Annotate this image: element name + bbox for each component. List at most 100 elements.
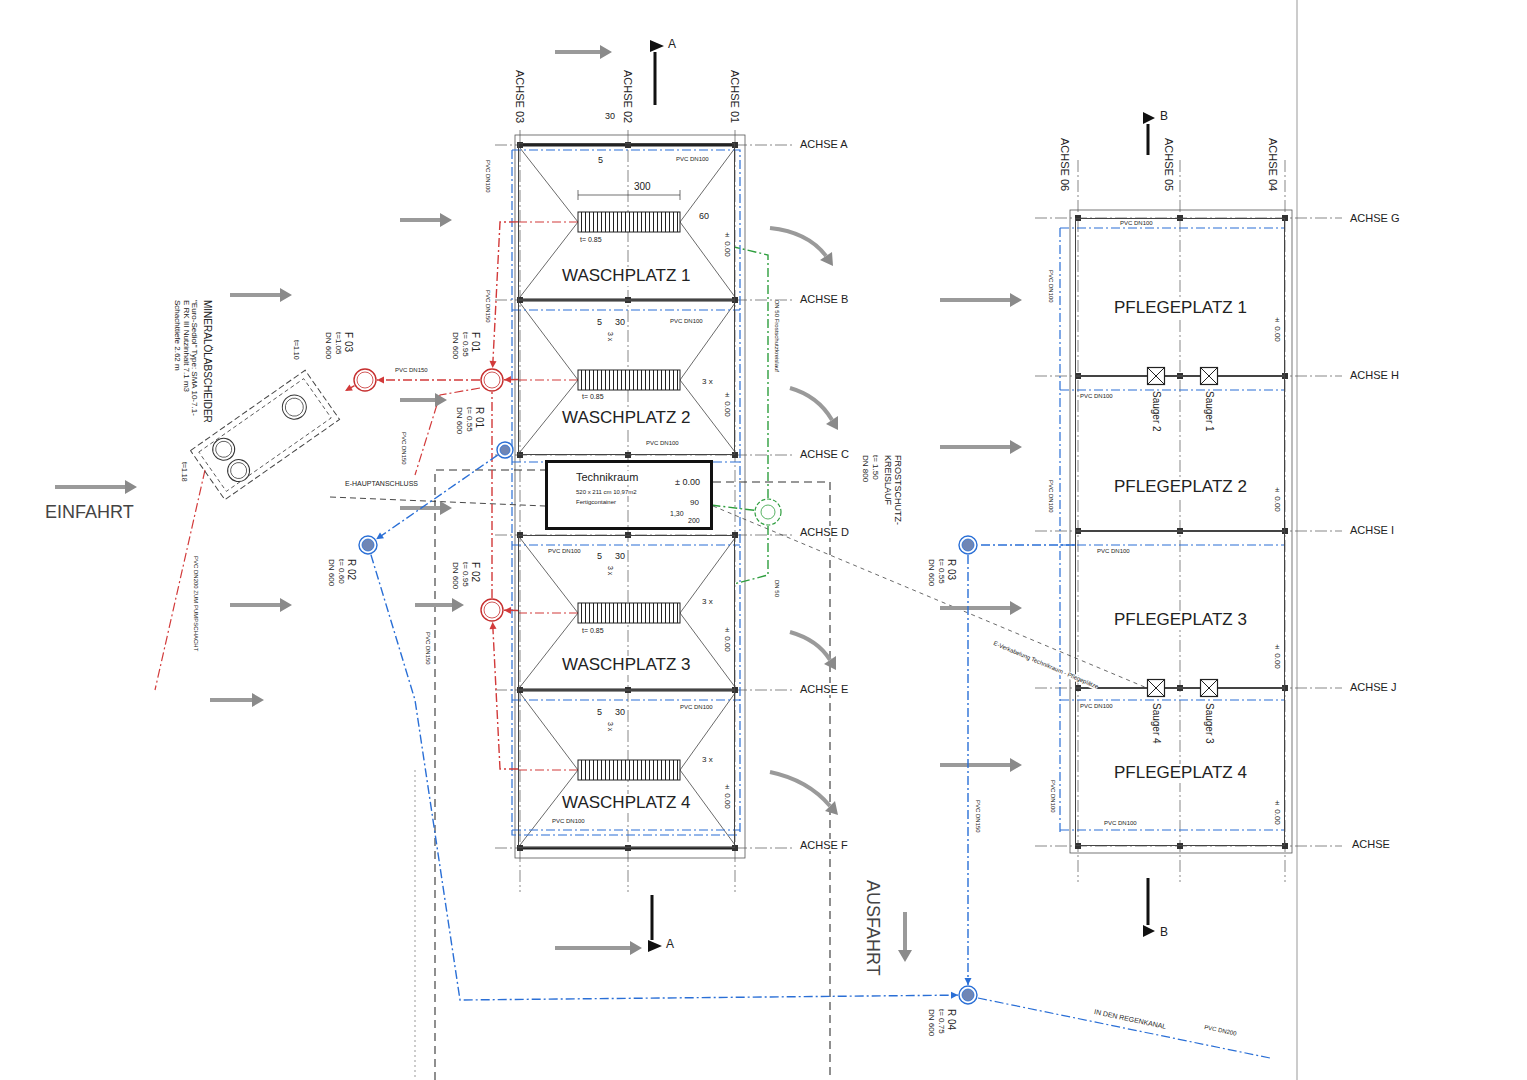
pipe-label: PVC DN150: [484, 290, 491, 323]
note-label: E-HAUPTANSCHLUSS: [345, 480, 418, 488]
pipe-label: PVC DN100: [548, 548, 581, 555]
shaft-core: [484, 372, 500, 388]
boundary-line: [415, 770, 416, 1080]
arrow-head: [504, 376, 511, 383]
node-label: t= 0.75: [936, 1009, 945, 1034]
drain-shaft: F 02t= 0.95DN 600: [480, 598, 504, 622]
waste-water-pipe: [155, 222, 578, 770]
node-label: t= 1.50: [870, 455, 879, 480]
shape-outline: [496, 441, 514, 459]
node-label: t= 0.95: [460, 562, 469, 587]
vacuum-box: [1201, 368, 1218, 385]
node-label: MINERALÖLABSCHEIDER: [202, 300, 213, 423]
frost-circuit-shaft: FROSTSCHUTZ- KREISLAUFt= 1.50DN 800: [754, 498, 782, 526]
shape-outline: [358, 535, 378, 555]
level-mark: ± 0.00: [1272, 315, 1281, 342]
drain-shaft: R 04t= 0.75DN 600: [958, 985, 978, 1005]
level-mark: ± 0.00: [1272, 798, 1281, 825]
dimension-label: 30: [615, 708, 625, 718]
dimension-label: t=1.18: [180, 462, 188, 482]
vacuum-box: [1148, 368, 1165, 385]
node-label: R 01: [474, 407, 485, 428]
node-label: t=1.05: [333, 332, 342, 354]
shaft-ring: [359, 536, 377, 554]
storm-sewer-pipe: [978, 998, 1270, 1058]
axis-label: ACHSE E: [800, 683, 848, 695]
dimension-label: 200: [688, 517, 700, 525]
separator-manhole: [227, 459, 249, 481]
axis-label: ACHSE 06: [1059, 138, 1071, 191]
pipe-label: PVC DN150: [400, 432, 407, 465]
vacuum-box: [1201, 680, 1218, 697]
node-label: R 02: [346, 559, 357, 580]
level-mark: ± 0.00: [675, 478, 700, 488]
pipe-connector: [371, 555, 958, 1000]
shape-outline: [480, 368, 504, 392]
axis-label: ACHSE: [1352, 838, 1390, 850]
axis-label: ACHSE H: [1350, 369, 1399, 381]
level-mark: ± 0.00: [1272, 485, 1281, 512]
pipe-label: PVC DN100: [1047, 270, 1054, 303]
node-label: DN 600: [454, 407, 463, 434]
level-mark: ± 0.00: [722, 230, 731, 257]
axis-label: ACHSE 04: [1267, 138, 1279, 191]
separator-manhole: [282, 395, 307, 420]
vacuum-point: Sauger 1: [1200, 367, 1218, 385]
drain-shaft: R 01t= 0.55DN 600: [496, 441, 514, 459]
direction-label: AUSFAHRT: [862, 880, 882, 976]
dimension-label: 5: [597, 552, 602, 562]
node-label: DN 600: [326, 559, 335, 586]
shape-outline: [1147, 367, 1165, 385]
axis-label: ACHSE F: [800, 839, 848, 851]
drain-grate: [578, 370, 680, 390]
bay-title: PFLEGEPLATZ 3: [1114, 611, 1247, 630]
pipe-label: PVC DN100: [676, 156, 709, 163]
node-label: Technikraum: [576, 471, 638, 483]
sheet-border: [1297, 0, 1298, 1080]
axis-label: ACHSE B: [800, 293, 848, 305]
section-line: [652, 52, 1148, 940]
arrow-head: [951, 992, 958, 999]
note-label: IN DEN REGENKANAL: [1093, 1008, 1167, 1031]
shape-outline: [1147, 679, 1165, 697]
shaft-ring: [959, 536, 977, 554]
vacuum-cross: [1201, 368, 1217, 384]
pipe-connector: [735, 526, 768, 584]
dimension-label: t= 0.85: [580, 236, 602, 244]
drain-grate: [578, 212, 680, 232]
axis-label: ACHSE G: [1350, 212, 1400, 224]
bay-title: WASCHPLATZ 1: [562, 267, 690, 286]
wash-bay: WASCHPLATZ 4: [518, 690, 735, 848]
bay-title: PFLEGEPLATZ 1: [1114, 299, 1247, 318]
node-label: Sauger 4: [1151, 703, 1162, 744]
shape-outline: [958, 535, 978, 555]
shaft-ring: [497, 442, 513, 458]
pipe-label: PVC DN100: [680, 704, 713, 711]
node-label: Sauger 1: [1204, 391, 1215, 432]
node-label: t= 0.55: [936, 559, 945, 584]
pipe-label: PVC DN100: [670, 318, 703, 325]
pipe-connector: [493, 222, 518, 368]
pipe-label: PVC DN100: [1104, 820, 1137, 827]
pipe-label: DN 50: [773, 580, 780, 597]
dimension-label: 3 x: [606, 722, 614, 731]
shaft-ring: [959, 986, 977, 1004]
shape-outline: [353, 368, 377, 392]
node-label: DN 600: [450, 332, 459, 359]
arrow-head: [376, 532, 384, 539]
node-label: Sauger 2: [1151, 391, 1162, 432]
node-label: t= 0.60: [336, 559, 345, 584]
dimension-label: 30: [615, 552, 625, 562]
dimension-line: [578, 190, 680, 200]
dimension-label: 5: [598, 156, 603, 166]
node-label: R 03: [946, 559, 957, 580]
dimension-label: 3 x: [702, 598, 713, 607]
axis-grid: [495, 130, 1342, 892]
pipe-connector: [493, 622, 518, 769]
dimension-label: 30: [615, 318, 625, 328]
pipe-label: PVC DN100: [1047, 480, 1054, 513]
pipe-connector: [491, 392, 492, 598]
power-line: [330, 497, 545, 506]
